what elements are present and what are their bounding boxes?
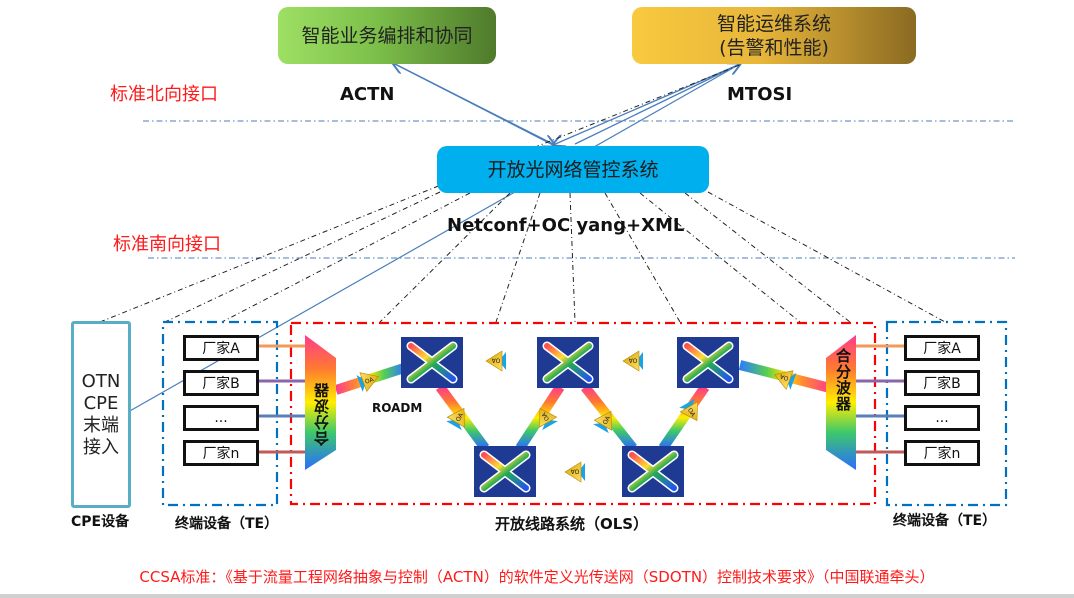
vendor-left-more[interactable]: ... bbox=[183, 405, 259, 431]
otn-cpe-box[interactable]: OTN CPE 末端 接入 bbox=[71, 321, 131, 508]
cpe-line-2: 末端 bbox=[83, 414, 119, 436]
svg-text:OA: OA bbox=[570, 468, 580, 475]
mtosi-arrow-down bbox=[553, 63, 741, 145]
cpe-mgmt-dashed bbox=[99, 63, 743, 323]
svg-text:OA: OA bbox=[628, 357, 638, 364]
vendor-right-n[interactable]: 厂家n bbox=[904, 440, 980, 466]
te-left-caption: 终端设备（TE） bbox=[175, 516, 279, 532]
roadm-node[interactable] bbox=[677, 337, 739, 388]
svg-text:OA: OA bbox=[491, 357, 501, 364]
vendor-right-more[interactable]: ... bbox=[904, 405, 980, 431]
optical-amplifier-icon[interactable]: OA bbox=[445, 403, 472, 431]
svg-text:OA: OA bbox=[686, 407, 697, 419]
vendor-right-b[interactable]: 厂家B bbox=[904, 370, 980, 396]
cpe-line-0: OTN bbox=[81, 370, 121, 392]
te-right-border bbox=[885, 320, 1008, 507]
roadm-node[interactable] bbox=[537, 337, 599, 388]
ops-label-line1: 智能运维系统 bbox=[716, 12, 831, 35]
controller-label: 开放光网络管控系统 bbox=[487, 158, 659, 181]
optical-amplifier-icon[interactable]: OA bbox=[592, 406, 619, 434]
mtosi-label: MTOSI bbox=[727, 84, 793, 105]
controller-box[interactable]: 开放光网络管控系统 bbox=[437, 146, 709, 193]
cpe-line-3: 接入 bbox=[83, 436, 119, 458]
optical-amplifier-icon[interactable]: OA bbox=[622, 350, 643, 372]
svg-text:OA: OA bbox=[364, 376, 375, 386]
optical-amplifier-icon[interactable]: OA bbox=[771, 365, 797, 391]
optical-amplifier-icon[interactable]: OA bbox=[531, 403, 558, 431]
mux-right-label: 合分波器 bbox=[834, 348, 852, 412]
optical-amplifier-icon[interactable]: OA bbox=[564, 461, 585, 483]
te-right-caption: 终端设备（TE） bbox=[893, 513, 997, 529]
ols-border bbox=[289, 321, 877, 506]
roadm-node[interactable] bbox=[474, 446, 536, 497]
cpe-caption: CPE设备 bbox=[71, 514, 130, 530]
vendor-left-a[interactable]: 厂家A bbox=[183, 335, 259, 361]
southbound-protocol-label: Netconf+OC yang+XML bbox=[447, 215, 685, 236]
orchestration-box[interactable]: 智能业务编排和协同 bbox=[278, 7, 496, 64]
roadm-label: ROADM bbox=[372, 401, 423, 415]
svg-text:OA: OA bbox=[778, 372, 789, 382]
bottom-bar bbox=[0, 594, 1074, 598]
te-left-border bbox=[161, 320, 279, 507]
vendor-right-a[interactable]: 厂家A bbox=[904, 335, 980, 361]
vendor-left-b[interactable]: 厂家B bbox=[183, 370, 259, 396]
optical-amplifier-icon[interactable]: OA bbox=[678, 398, 705, 425]
actn-arrow-down bbox=[392, 62, 555, 146]
actn-label: ACTN bbox=[340, 84, 395, 105]
roadm-node[interactable] bbox=[622, 446, 684, 497]
svg-text:OA: OA bbox=[455, 411, 466, 423]
roadm-node[interactable] bbox=[401, 337, 463, 388]
optical-amplifier-icon[interactable]: OA bbox=[356, 367, 382, 393]
cpe-line-1: CPE bbox=[83, 392, 119, 414]
optical-amplifier-icon[interactable]: OA bbox=[485, 350, 506, 372]
ops-label-line2: (告警和性能) bbox=[719, 36, 829, 59]
standard-footer: CCSA标准：《基于流量工程网络抽象与控制（ACTN）的软件定义光传送网（SDO… bbox=[139, 568, 935, 586]
orchestration-label: 智能业务编排和协同 bbox=[301, 24, 473, 47]
vendor-left-n[interactable]: 厂家n bbox=[183, 440, 259, 466]
mux-left-label: 合分波器 bbox=[313, 382, 331, 446]
ops-system-box[interactable]: 智能运维系统 (告警和性能) bbox=[632, 7, 916, 64]
ols-caption: 开放线路系统（OLS） bbox=[495, 515, 649, 533]
south-interface-label: 标准南向接口 bbox=[113, 234, 221, 255]
mux-right bbox=[826, 335, 856, 470]
mux-left bbox=[305, 335, 336, 470]
mtosi-arrow bbox=[574, 64, 740, 145]
southbound-links bbox=[164, 191, 946, 323]
svg-text:OA: OA bbox=[540, 410, 551, 422]
svg-text:OA: OA bbox=[602, 414, 613, 426]
north-interface-label: 标准北向接口 bbox=[110, 84, 218, 105]
